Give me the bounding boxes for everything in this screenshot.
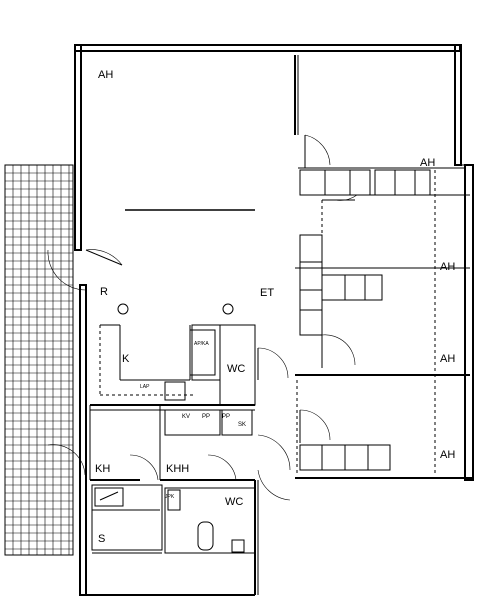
room-label-ah-right-4: AH <box>440 449 455 461</box>
ceiling-light-2 <box>222 303 234 315</box>
room-label-wc-lower: WC <box>225 496 243 508</box>
doors <box>47 134 358 501</box>
ceiling-light-1 <box>117 303 129 315</box>
room-label-s: S <box>98 533 105 545</box>
room-label-ah-right-3: AH <box>440 353 455 365</box>
room-label-k: K <box>122 353 130 365</box>
fixture-label-pp2: PP <box>222 414 230 420</box>
utility-box-3 <box>189 329 216 376</box>
room-label-r: R <box>100 286 108 298</box>
wardrobes <box>299 169 431 471</box>
room-label-ah-right-2: AH <box>440 261 455 273</box>
utility-box-1 <box>164 409 221 436</box>
room-label-kh: KH <box>95 463 110 475</box>
room-label-khh: KHH <box>166 463 189 475</box>
fixture-label-jpk: JPK <box>165 494 175 500</box>
room-label-et: ET <box>260 287 274 299</box>
outer-walls <box>74 44 474 596</box>
utility-box-4 <box>164 381 186 401</box>
fixture-label-sk: SK <box>238 422 246 428</box>
room-label-ah-top-left: AH <box>98 69 113 81</box>
utility-box-2 <box>221 409 253 436</box>
room-label-wc-upper: WC <box>227 363 245 375</box>
balcony-grid <box>4 164 73 555</box>
fixture-label-lap: LAP <box>140 384 150 390</box>
room-label-ah-right-1: AH <box>420 157 435 169</box>
balcony <box>4 164 74 556</box>
fixture-label-ap-ka: AP/KA <box>194 341 209 347</box>
fixture-label-pp: PP <box>202 414 210 420</box>
fixture-label-kv: KV <box>182 414 190 420</box>
